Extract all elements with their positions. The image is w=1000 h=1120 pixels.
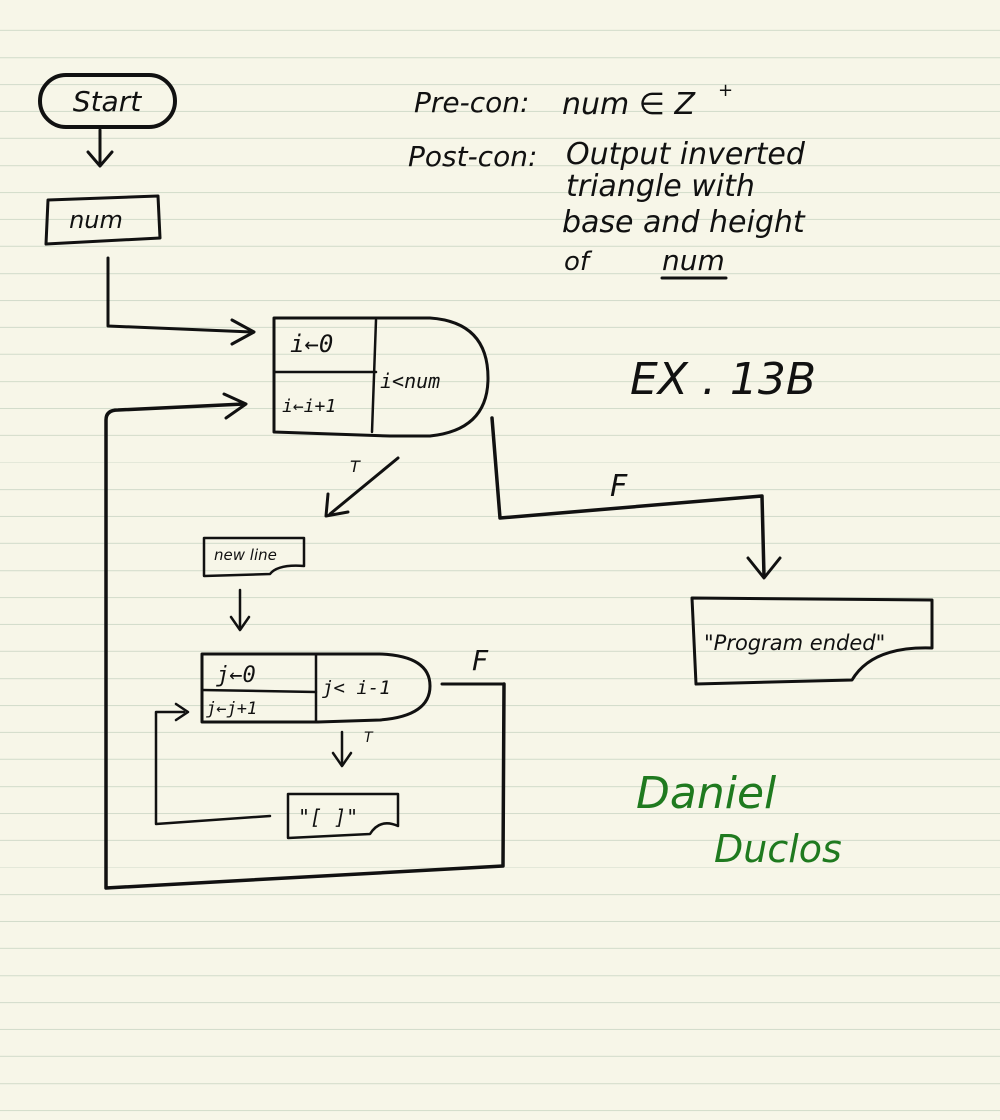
start-label: Start (73, 85, 142, 118)
outer-loop-box: i←0 i←i+1 i<num (272, 316, 490, 438)
program-ended-box: "Program ended" (690, 596, 934, 686)
postcon-line-4-word: num (662, 244, 725, 277)
conditions-notes: Pre-con: num ∈ Z + Post-con: Output inve… (408, 80, 806, 280)
arrow-outer-false: F (490, 416, 782, 580)
inner-init-label: j←0 (216, 663, 256, 688)
postcon-label: Post-con: (408, 140, 537, 173)
input-num-label: num (69, 206, 123, 234)
postcon-line-1: Output inverted (566, 137, 806, 172)
print-box: "[ ]" (286, 792, 400, 840)
inner-true-label: T (364, 730, 374, 746)
inner-loop-box: j←0 j←j+1 j< i-1 (200, 652, 432, 724)
outer-init-label: i←0 (290, 330, 333, 358)
arrow-outer-true: T (324, 456, 400, 518)
signature-first-name: Daniel (636, 768, 777, 819)
print-box-label: "[ ]" (298, 805, 358, 829)
exercise-label: EX . 13B (630, 354, 816, 405)
input-num-box: num (44, 194, 162, 246)
postcon-line-4-prefix: of (564, 247, 593, 277)
outer-update-label: i←i+1 (282, 396, 336, 417)
outer-loop-back-edge (104, 392, 506, 890)
start-terminal: Start (38, 73, 177, 129)
postcon-line-2: triangle with (566, 169, 755, 204)
inner-false-label: F (472, 644, 489, 677)
arrow-newline-to-inner (229, 588, 251, 632)
precon-text: num ∈ Z (562, 87, 696, 122)
outer-cond-label: i<num (380, 369, 440, 393)
arrow-inner-false: F (440, 644, 506, 686)
new-line-label: new line (214, 546, 277, 564)
new-line-box: new line (202, 536, 306, 578)
precon-superscript: + (718, 80, 733, 101)
signature-last-name: Duclos (714, 827, 842, 871)
arrow-inner-true: T (331, 730, 374, 768)
inner-update-label: j←j+1 (206, 699, 257, 719)
outer-true-label: T (350, 457, 361, 476)
outer-false-label: F (610, 469, 628, 504)
inner-cond-label: j< i-1 (322, 677, 391, 699)
precon-label: Pre-con: (414, 86, 529, 119)
arrow-num-to-outer-loop (106, 256, 256, 346)
program-ended-label: "Program ended" (704, 631, 885, 655)
arrow-start-to-num (86, 128, 114, 168)
signature: Daniel Duclos (636, 768, 842, 871)
inner-loop-back-edge (154, 702, 272, 826)
postcon-line-3: base and height (562, 205, 806, 240)
